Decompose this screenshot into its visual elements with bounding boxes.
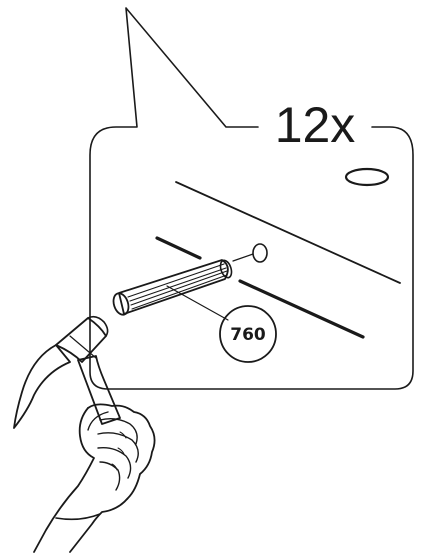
panel-edge-line [175,181,401,284]
part-number-label: 760 [230,325,266,345]
part-leader-line [166,285,229,321]
part-number-circle [219,305,277,363]
quantity-label: 12x [275,97,356,153]
insertion-guide-line [232,253,254,262]
dowel-hole [252,243,268,263]
panel-groove-line-right [238,279,365,339]
wooden-dowel-icon [112,259,233,316]
panel-groove-line-left [155,236,202,260]
hammer-icon [13,315,121,429]
gloved-hand-icon [33,403,156,553]
hole-oval [344,167,390,187]
